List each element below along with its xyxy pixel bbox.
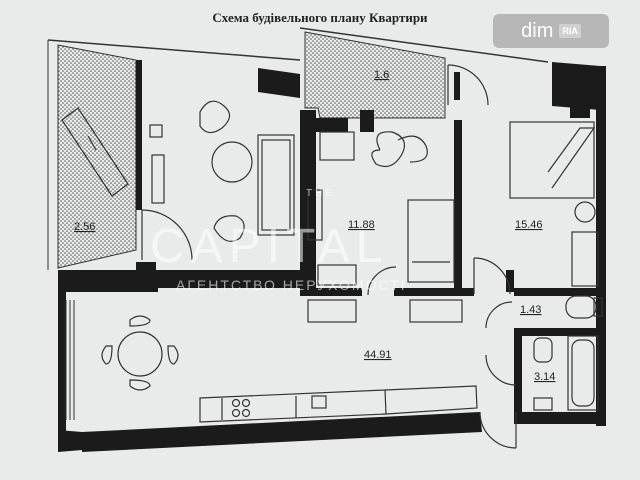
shelf-icon xyxy=(151,154,165,204)
walls xyxy=(58,60,606,452)
rail-top-right xyxy=(299,27,549,63)
nightstand-icon xyxy=(574,201,596,223)
logo-sub: RIA xyxy=(559,24,581,38)
lounger-icon xyxy=(61,107,129,197)
coffee-table-icon xyxy=(211,141,253,183)
dim-ria-logo: dim RIA xyxy=(493,14,609,48)
rail-top-left xyxy=(47,39,301,61)
balcony-left xyxy=(57,44,137,269)
plan-title: Схема будівельного плану Квартири xyxy=(212,10,428,25)
bathtub-icon xyxy=(567,335,599,411)
area-living: 44.91 xyxy=(364,349,392,361)
bench-icon xyxy=(317,264,357,286)
area-kitchen: 11.88 xyxy=(348,219,375,231)
dining-table-icon xyxy=(101,315,179,391)
logo-brand: dim xyxy=(521,19,554,42)
side-table-icon xyxy=(149,124,163,138)
doors xyxy=(141,64,517,449)
kitchen-counter-icon xyxy=(199,385,478,423)
area-bathroom: 3.14 xyxy=(534,371,555,383)
watermark-main: CAPITAL xyxy=(150,220,389,273)
area-balcony-left: 2.56 xyxy=(74,221,95,233)
left-window xyxy=(65,300,75,420)
area-bedroom: 15.46 xyxy=(515,219,543,231)
cabinet-icon xyxy=(319,131,355,161)
area-balcony-right: 1.6 xyxy=(374,69,389,81)
sofa-icon xyxy=(257,134,295,236)
sink-icon xyxy=(533,337,553,363)
armchair-icon xyxy=(199,100,231,134)
bed-icon xyxy=(509,121,595,199)
kitchen-bed-icon xyxy=(407,199,455,283)
area-wc: 1.43 xyxy=(520,304,541,316)
pouf-icon xyxy=(213,215,245,242)
furniture xyxy=(61,100,603,423)
toilet-icon xyxy=(565,295,603,319)
watermark-top: THE xyxy=(306,188,335,199)
dining-figure-icon xyxy=(371,131,405,167)
watermark-sub: АГЕНТСТВО НЕРУХОМОСТІ xyxy=(176,277,407,293)
